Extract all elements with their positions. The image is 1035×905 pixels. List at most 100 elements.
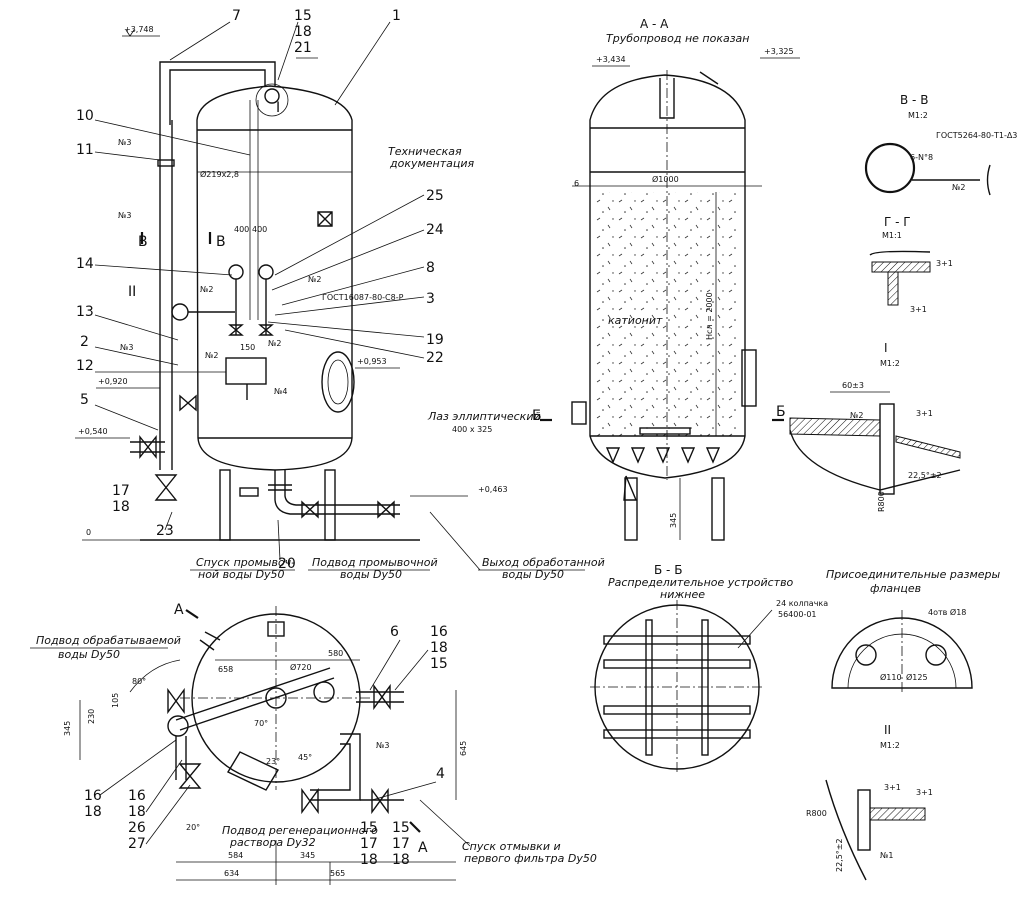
roman-ii-mark: II [128,284,136,300]
pos-n3-a: №3 [118,138,131,147]
leader-15: 15 [294,8,312,24]
detail-i [789,391,961,495]
plan-arrow-a-bottom: А [418,840,428,856]
pos-n2-a: №2 [200,285,213,294]
plan-leader-lines [99,639,437,845]
dim-584: 584 [228,851,243,860]
plan-inlet-caption-2: воды Dy50 [58,648,120,661]
plan-arrow-a-top: А [174,602,184,618]
leg-foot [239,487,259,497]
leader-22: 22 [426,350,444,366]
leader-24: 24 [426,222,444,238]
vv-scale: М1:2 [908,111,928,120]
plan-lower-valve-2 [371,787,389,815]
ii-radius: R800 [806,809,827,818]
plan-angle-80 [129,659,181,693]
vv-pos: №2 [952,183,965,192]
leader-7: 7 [232,8,241,24]
gost-label: ГОСТ16087-80-С8-Р [322,293,404,302]
plan-inlet-drop [175,736,187,780]
plan-leader-27: 27 [128,836,146,852]
ii-nozzle [857,789,871,851]
dim-634: 634 [224,869,239,878]
plan-leader-18d: 18 [84,804,102,820]
elev-top-left-mark [122,29,160,37]
cation-media [596,192,739,438]
view-b-letter: В [138,234,148,250]
plan-lower-pipe [310,733,361,801]
doc-label-2: документация [389,157,475,170]
view-b-letter-2: В [216,234,226,250]
plan-manhole [227,751,279,791]
detail-i-callout [255,83,289,117]
plan-top-nozzle [199,631,221,651]
elev-top-left: +3,748 [124,25,154,34]
gg-outline [869,250,931,256]
gg-title: Г - Г [884,215,911,229]
angle-23: 23° [266,757,280,766]
side-valve [179,394,197,412]
leader-14: 14 [76,256,94,272]
front-view [75,29,468,541]
elev-0953: +0,953 [357,357,387,366]
section-aa [540,57,800,541]
vv-weld: 6-N°8 [910,153,933,162]
gg-web [887,271,899,306]
section-manhole [741,349,757,407]
plan-leader-17: 17 [360,836,378,852]
manhole-label-1: Лаз эллиптический [427,410,541,423]
pressure-gauge-left [228,264,244,280]
i-d1: 60±3 [842,381,864,390]
outlet-valve-2 [377,500,395,519]
caps-label-2: 56400-01 [778,610,817,619]
distributor-laterals [603,619,751,756]
manhole-label-2: 400 x 325 [452,425,492,434]
pipe-7-outer [159,61,276,120]
flange-caption-1: Присоединительные размеры [826,568,1000,581]
plan-cut-a-bottom [409,821,421,833]
leader-25: 25 [426,188,444,204]
dim-105: 105 [111,693,120,708]
i-nozzle [879,403,895,495]
section-leg-left [624,477,638,541]
ii-d2: 3+1 [916,788,933,797]
vessel-shell [196,85,353,471]
i-plate [789,417,881,437]
elev-0463: +0,463 [478,485,508,494]
vv-pipe [864,142,916,194]
angle-20: 20° [186,823,200,832]
plan-leader-6: 6 [390,624,399,640]
elev-zero: 0 [86,528,91,537]
leader-2: 2 [80,334,89,350]
pos-n2-b: №2 [308,275,321,284]
bottom-outlet-pipe [274,470,400,515]
bottom-flange [268,484,292,491]
section-bb-title: Б - Б [654,563,682,577]
plan-inlet-valve [167,687,185,715]
dim-400a: 400 [234,225,249,234]
section-left-nozzle [571,401,587,425]
section-dim-345: 345 [669,513,678,528]
plan-center-nozzle [265,687,287,709]
pos-n3-b: №3 [118,211,131,220]
section-aa-title: А - А [640,17,669,31]
vv-wall [986,164,991,196]
plan-leader-15c: 15 [392,820,410,836]
pipe-size-label: Ø219x2,8 [200,169,239,179]
cut-b-letter-right: Б [776,404,786,420]
flange-d2: Ø125 [906,672,928,682]
leader-17: 17 [112,483,130,499]
plan-out-caption-2: первого фильтра Dy50 [464,852,597,865]
exit-caption-1: Выход обработанной [482,556,605,569]
pos-n2-d: №2 [268,339,281,348]
section-bb-caption-1: Распределительное устройство [608,576,794,589]
plan-view [79,606,457,885]
section-leg-right [711,477,725,541]
dim-345-left: 345 [63,721,72,736]
pos-n2-c: №2 [205,351,218,360]
plan-leader-17b: 17 [392,836,410,852]
plan-leader-16b: 16 [84,788,102,804]
plan-n3: №3 [376,741,389,750]
top-distributor [659,78,675,119]
